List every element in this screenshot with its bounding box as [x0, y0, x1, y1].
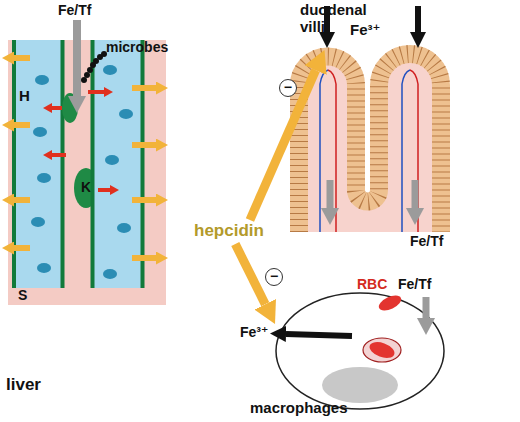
nucleus	[322, 367, 398, 403]
endothelium-line	[141, 40, 145, 288]
transferrin-arrow	[423, 297, 430, 318]
iron-label: Fe³⁺	[240, 325, 268, 340]
signal-arrow	[52, 153, 66, 157]
node-text: S	[18, 288, 27, 303]
node-text: liver	[6, 376, 41, 395]
microbe-dot	[87, 67, 93, 73]
red-cell	[377, 292, 404, 313]
transferrin-label: Fe/Tf	[58, 3, 91, 18]
kupffer-cell	[62, 93, 78, 123]
node-shape	[280, 50, 458, 255]
secretion-arrow	[14, 122, 30, 128]
secretion-arrow	[132, 255, 156, 261]
liver-panel: liverHKS	[8, 40, 166, 305]
node-text: K	[81, 180, 91, 195]
capillary-line	[328, 70, 336, 232]
node-text: H	[19, 88, 30, 105]
transferrin-arrow	[73, 20, 81, 96]
endothelium-line	[61, 40, 65, 288]
node-text: hepcidin	[194, 222, 264, 241]
villus-core	[299, 54, 441, 232]
node-text: Fe/Tf	[410, 234, 443, 249]
hepcidin-node: hepcidin	[188, 220, 274, 244]
nucleus	[103, 269, 117, 279]
nucleus	[33, 127, 47, 137]
red-cell	[367, 339, 396, 361]
duodenal-villi: duodenal villiFe³⁺Fe/Tf	[280, 50, 458, 255]
node-text: RBC	[357, 277, 387, 292]
nucleus	[31, 217, 45, 227]
inhibition-arrow	[235, 244, 265, 304]
node-shape	[275, 275, 445, 415]
node-text: Fe³⁺	[350, 22, 380, 39]
secretion-arrow	[14, 55, 30, 61]
hepatocyte-plate	[94, 40, 141, 288]
nucleus	[35, 75, 49, 85]
endothelium-line	[91, 40, 95, 288]
microbe-dot	[97, 54, 103, 60]
signal-arrow	[52, 106, 62, 110]
secretion-arrow	[132, 197, 156, 203]
microbe-dot	[90, 62, 96, 68]
secretion-arrow	[132, 142, 156, 148]
secretion-arrow	[132, 85, 156, 91]
transferrin-arrow	[412, 180, 419, 208]
microbe-dot	[81, 77, 87, 83]
sinusoid: S	[8, 288, 166, 305]
iron-export-arrow	[286, 334, 352, 336]
cell-borders	[299, 54, 441, 232]
signal-arrow	[98, 188, 110, 192]
node-text: macrophages	[250, 400, 348, 417]
iron-arrow	[324, 6, 330, 32]
node-text: Fe/Tf	[398, 277, 431, 292]
inhibition-sign: −	[265, 268, 283, 286]
epithelium-band	[299, 54, 441, 232]
capillary-line	[410, 70, 418, 232]
nucleus	[119, 109, 133, 119]
transferrin-arrow	[327, 180, 334, 208]
endothelium-line	[12, 40, 16, 288]
macrophage: RBCFe/Tfmacrophages	[275, 275, 445, 415]
nucleus	[105, 155, 119, 165]
kupffer-shape	[74, 168, 98, 208]
microbe-dot	[93, 58, 99, 64]
kupffer-cell: K	[74, 168, 98, 208]
phagosome	[363, 338, 401, 362]
secretion-arrow	[14, 245, 30, 251]
microbe-dot	[101, 51, 107, 57]
nucleus	[103, 65, 117, 75]
microbe-dot	[84, 72, 90, 78]
iron-arrow	[415, 6, 421, 32]
macrophage-outline	[276, 293, 444, 409]
nucleus	[37, 173, 51, 183]
secretion-arrow	[14, 197, 30, 203]
inhibition-arrow	[250, 70, 316, 220]
nucleus	[37, 263, 51, 273]
capillary-line	[320, 70, 328, 232]
nucleus	[117, 223, 131, 233]
capillary-line	[402, 70, 410, 232]
hepatocyte-plate: H	[16, 40, 61, 288]
signal-arrow	[88, 90, 104, 94]
